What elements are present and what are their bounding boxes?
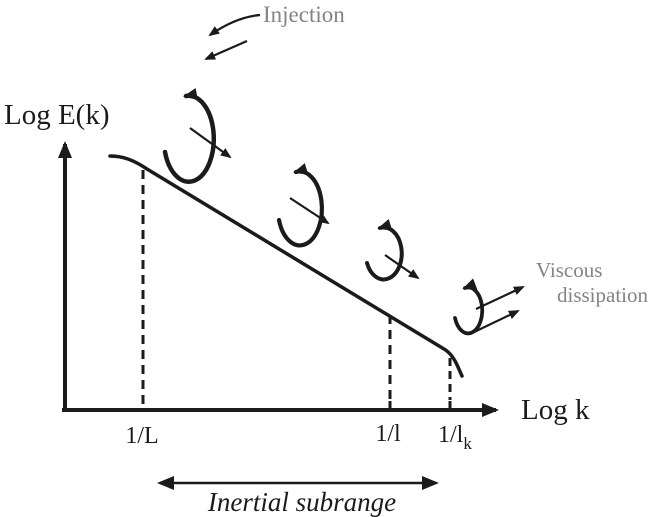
- y-axis-label: Log E(k): [4, 99, 110, 131]
- injection-arrow-icon-2: [204, 39, 248, 61]
- tick-label-1-over-lk-base: 1/l: [438, 422, 464, 448]
- tick-label-1-over-lk: 1/lk: [438, 422, 472, 453]
- viscous-dissipation-label-line2: dissipation: [557, 283, 649, 307]
- eddy-spiral-icon-1: [162, 88, 216, 184]
- energy-spectrum-curve: [108, 154, 464, 378]
- cascade-arrow-icon-2: [289, 197, 330, 225]
- injection-label: Injection: [263, 2, 345, 27]
- x-axis-label: Log k: [521, 394, 590, 426]
- inertial-subrange-label: Inertial subrange: [207, 487, 396, 517]
- viscous-dissipation-label-line1: Viscous: [536, 258, 602, 282]
- cascade-arrow-icon-3: [384, 254, 420, 280]
- cascade-arrow-icon-1: [189, 127, 232, 159]
- eddy-spiral-icon-4: [453, 278, 485, 336]
- viscous-arrow-icon-2: [469, 310, 520, 335]
- tick-label-1-over-lk-subscript: k: [463, 434, 472, 453]
- viscous-arrow-icon-1: [475, 286, 525, 310]
- eddy-spiral-icon-3: [365, 219, 404, 282]
- tick-label-1-over-l: 1/l: [375, 421, 401, 447]
- eddy-spiral-icon-2: [276, 163, 324, 248]
- tick-label-1-over-L: 1/L: [125, 423, 158, 449]
- injection-arrow-icon-1: [208, 13, 261, 37]
